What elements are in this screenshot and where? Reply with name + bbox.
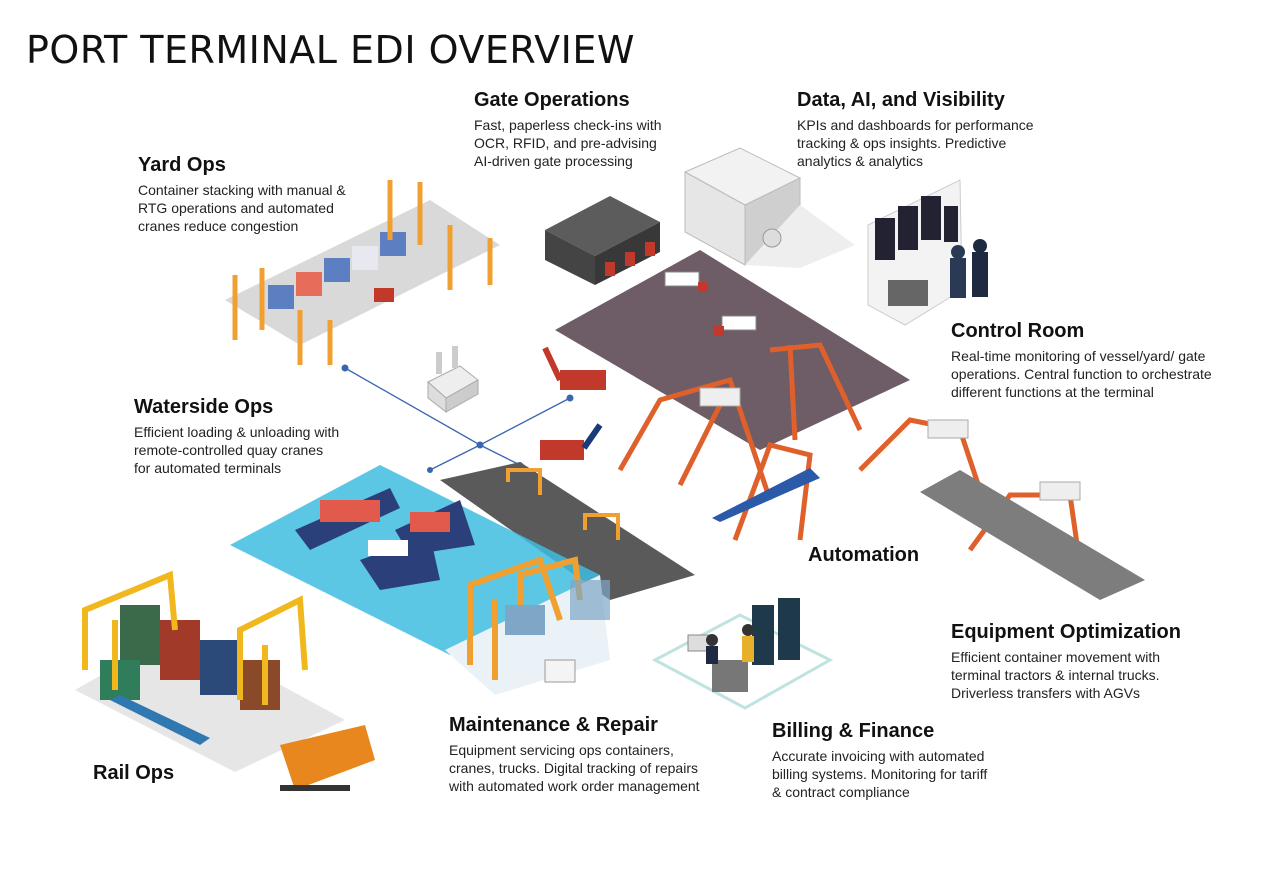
gate-operations-block: Gate Operations Fast, paperless check-in… [474, 89, 662, 170]
data-line: KPIs and dashboards for performance [797, 117, 1034, 133]
page-title: PORT TERMINAL EDI OVERVIEW [26, 28, 635, 72]
equipment-track [920, 470, 1145, 600]
crane-cab [1039, 481, 1081, 501]
crane-cab [927, 419, 969, 439]
billing-line: & contract compliance [772, 784, 910, 800]
data-line: analytics & analytics [797, 153, 924, 169]
data-line: tracking & ops insights. Predictive [797, 135, 1007, 151]
equipment-optimization-block: Equipment Optimization Efficient contain… [951, 621, 1181, 702]
reach-stacker-2 [540, 423, 603, 460]
control-room-description: Real-time monitoring of vessel/yard/ gat… [951, 347, 1212, 401]
gate-operations-description: Fast, paperless check-ins with OCR, RFID… [474, 116, 662, 170]
yard-line: cranes reduce congestion [138, 218, 299, 234]
gate-line: OCR, RFID, and pre-advising [474, 135, 657, 151]
yard-ops-description: Container stacking with manual & RTG ope… [138, 181, 346, 235]
road-cranes [506, 468, 620, 540]
equipment-optimization-description: Efficient container movement with termin… [951, 648, 1181, 702]
gate-pavement [555, 250, 910, 450]
control-room-scene [867, 179, 988, 326]
billing-finance-heading: Billing & Finance [772, 720, 935, 742]
power-plant [427, 346, 479, 414]
maintenance-repair-description: Equipment servicing ops containers, cran… [449, 741, 700, 795]
maintenance-repair-block: Maintenance & Repair Equipment servicing… [449, 714, 700, 795]
yard-line: Container stacking with manual & [138, 182, 346, 198]
data-ai-visibility-block: Data, AI, and Visibility KPIs and dashbo… [797, 89, 1034, 170]
billing-finance-description: Accurate invoicing with automated billin… [772, 747, 987, 801]
control-line: operations. Central function to orchestr… [951, 366, 1212, 382]
ship-1 [295, 488, 400, 550]
control-line: different functions at the terminal [951, 384, 1154, 400]
data-center-building [683, 147, 855, 268]
gate-line: AI-driven gate processing [474, 153, 633, 169]
yard-ops-block: Yard Ops Container stacking with manual … [138, 154, 346, 235]
gate-line: Fast, paperless check-ins with [474, 117, 662, 133]
waterside-ops-heading: Waterside Ops [134, 396, 274, 418]
road [440, 462, 695, 600]
rail-ops-heading: Rail Ops [93, 762, 175, 784]
automation-heading: Automation [808, 544, 920, 566]
yard-line: RTG operations and automated [138, 200, 334, 216]
gate-operations-heading: Gate Operations [474, 89, 630, 111]
yard-ops-scene [225, 180, 500, 365]
maintenance-scene [445, 556, 610, 695]
equipment-optimization-heading: Equipment Optimization [951, 621, 1181, 643]
control-room-heading: Control Room [951, 320, 1085, 342]
yard-ops-heading: Yard Ops [138, 154, 226, 176]
billing-scene [651, 598, 834, 710]
control-line: Real-time monitoring of vessel/yard/ gat… [951, 348, 1206, 364]
truck-1 [664, 271, 708, 292]
crane-cab [699, 387, 741, 407]
waterside-line: for automated terminals [134, 460, 282, 476]
waterside-line: remote-controlled quay cranes [134, 442, 324, 458]
billing-line: Accurate invoicing with automated [772, 748, 985, 764]
maintenance-line: with automated work order management [449, 778, 700, 794]
equipment-line: terminal tractors & internal trucks. [951, 667, 1160, 683]
rail-ops-scene [75, 570, 375, 791]
data-ai-visibility-heading: Data, AI, and Visibility [797, 89, 1005, 111]
data-ai-visibility-description: KPIs and dashboards for performance trac… [797, 116, 1034, 170]
billing-finance-block: Billing & Finance Accurate invoicing wit… [772, 720, 987, 801]
waterside-ops-description: Efficient loading & unloading with remot… [134, 423, 339, 477]
gate-building [545, 196, 660, 285]
maintenance-line: Equipment servicing ops containers, [449, 742, 674, 758]
billing-line: billing systems. Monitoring for tariff [772, 766, 988, 782]
automation-block: Automation [808, 544, 919, 571]
waterside-line: Efficient loading & unloading with [134, 424, 340, 440]
equipment-line: Efficient container movement with [951, 649, 1161, 665]
maintenance-line: cranes, trucks. Digital tracking of repa… [449, 760, 698, 776]
automation-cranes [617, 342, 1083, 566]
control-room-block: Control Room Real-time monitoring of ves… [951, 320, 1212, 401]
rail-ops-block: Rail Ops [93, 762, 174, 789]
truck-2 [714, 315, 757, 336]
ship-3 [360, 535, 440, 590]
waterside-ops-block: Waterside Ops Efficient loading & unload… [134, 396, 339, 477]
maintenance-repair-heading: Maintenance & Repair [449, 714, 658, 736]
equipment-line: Driverless transfers with AGVs [951, 685, 1141, 701]
automation-ship [712, 468, 820, 522]
reach-stacker-1 [542, 346, 606, 390]
